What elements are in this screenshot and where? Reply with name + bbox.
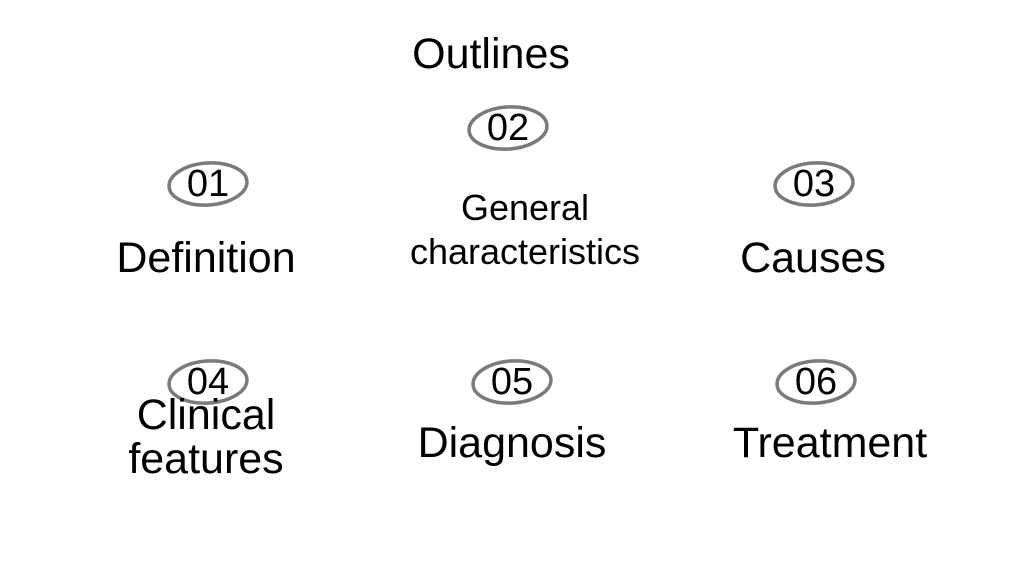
- outline-number-label: 05: [490, 361, 534, 403]
- outline-item-label-line: Clinical: [136, 391, 276, 439]
- outline-item-label-line: characteristics: [409, 231, 641, 272]
- outline-number-01: 01: [166, 160, 250, 208]
- outline-number-02: 02: [466, 104, 550, 152]
- outline-number-03: 03: [772, 160, 856, 208]
- ellipse-ring-icon: [775, 359, 857, 405]
- outline-item-clinical-features: Clinical features: [96, 393, 316, 481]
- outline-number-label: 06: [794, 361, 838, 403]
- outline-item-causes: Causes: [713, 235, 913, 281]
- outline-number-label: 04: [186, 361, 230, 403]
- outline-item-label-line: Definition: [116, 234, 296, 282]
- outline-item-treatment: Treatment: [710, 420, 950, 466]
- outline-item-label-line: Diagnosis: [417, 419, 607, 467]
- outline-item-diagnosis: Diagnosis: [392, 420, 632, 466]
- outline-item-label-line: General: [460, 187, 590, 228]
- outline-item-general-characteristics: General characteristics: [385, 186, 665, 274]
- outline-number-label: 01: [186, 163, 230, 205]
- outline-item-definition: Definition: [96, 235, 316, 281]
- outline-number-06: 06: [774, 358, 858, 406]
- outline-number-label: 02: [486, 107, 530, 149]
- outline-item-label-line: Treatment: [732, 419, 928, 467]
- ellipse-ring-icon: [773, 161, 855, 207]
- outline-number-04: 04: [166, 358, 250, 406]
- slide-title: Outlines: [412, 30, 570, 78]
- ellipse-ring-icon: [471, 359, 553, 405]
- outline-item-label-line: Causes: [740, 234, 886, 282]
- ellipse-ring-icon: [167, 359, 249, 405]
- ellipse-ring-icon: [167, 161, 249, 207]
- outline-item-label-line: features: [128, 435, 284, 483]
- outline-number-label: 03: [792, 163, 836, 205]
- outline-number-05: 05: [470, 358, 554, 406]
- ellipse-ring-icon: [467, 105, 549, 151]
